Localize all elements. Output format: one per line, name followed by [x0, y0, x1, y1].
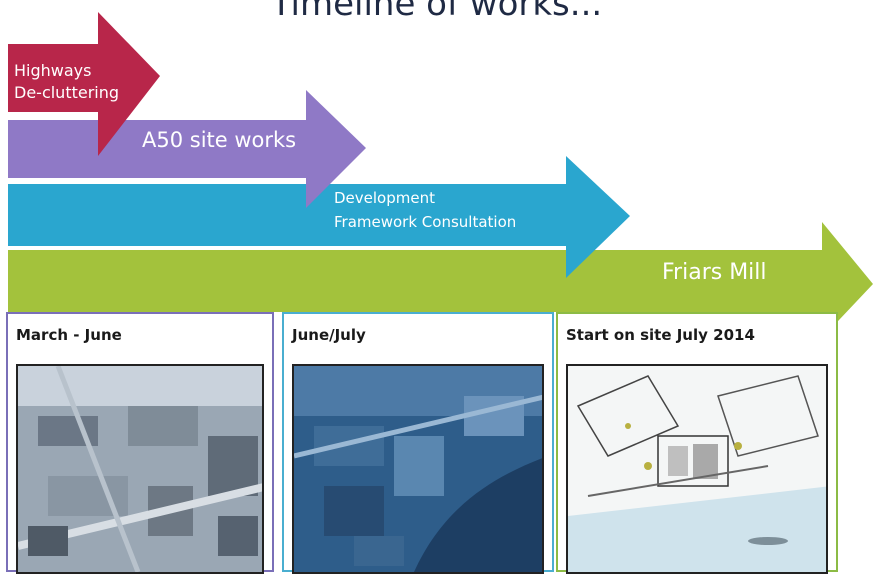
arrow-development — [8, 156, 630, 278]
arrow-label-a50: A50 site works — [142, 128, 296, 152]
arrow-friars-mill — [8, 222, 873, 338]
arrow-label-line: A50 site works — [142, 128, 297, 152]
page-title: Timeline of works... — [270, 0, 603, 24]
panel-march-june: March - June — [6, 312, 274, 574]
panel-label: June/July — [292, 326, 366, 344]
arrow-label-development: Development Framework Consultation — [334, 186, 516, 234]
panel-label: Start on site July 2014 — [566, 326, 755, 344]
panel-june-july: June/July — [282, 312, 554, 574]
aerial-photo-image — [18, 366, 262, 572]
arrow-label-line: Highways — [14, 61, 92, 80]
arrow-highways — [8, 12, 160, 156]
arrow-label-line: Development — [334, 189, 435, 207]
aerial-photo-river — [292, 364, 544, 574]
arrow-a50-site-works — [8, 90, 366, 208]
site-plan-drawing — [566, 364, 828, 574]
panel-label: March - June — [16, 326, 122, 344]
site-plan-image — [568, 366, 826, 572]
arrow-label-line: Friars Mill — [662, 260, 767, 285]
aerial-photo-city — [16, 364, 264, 574]
panel-start-on-site: Start on site July 2014 — [556, 312, 838, 574]
aerial-photo-image — [294, 366, 542, 572]
arrow-label-line: Framework Consultation — [334, 213, 517, 231]
arrow-label-highways: Highways De-cluttering — [14, 60, 119, 104]
timeline-arrows — [8, 12, 873, 338]
arrow-label-friars-mill: Friars Mill — [662, 260, 767, 285]
arrow-label-line: De-cluttering — [14, 83, 120, 102]
